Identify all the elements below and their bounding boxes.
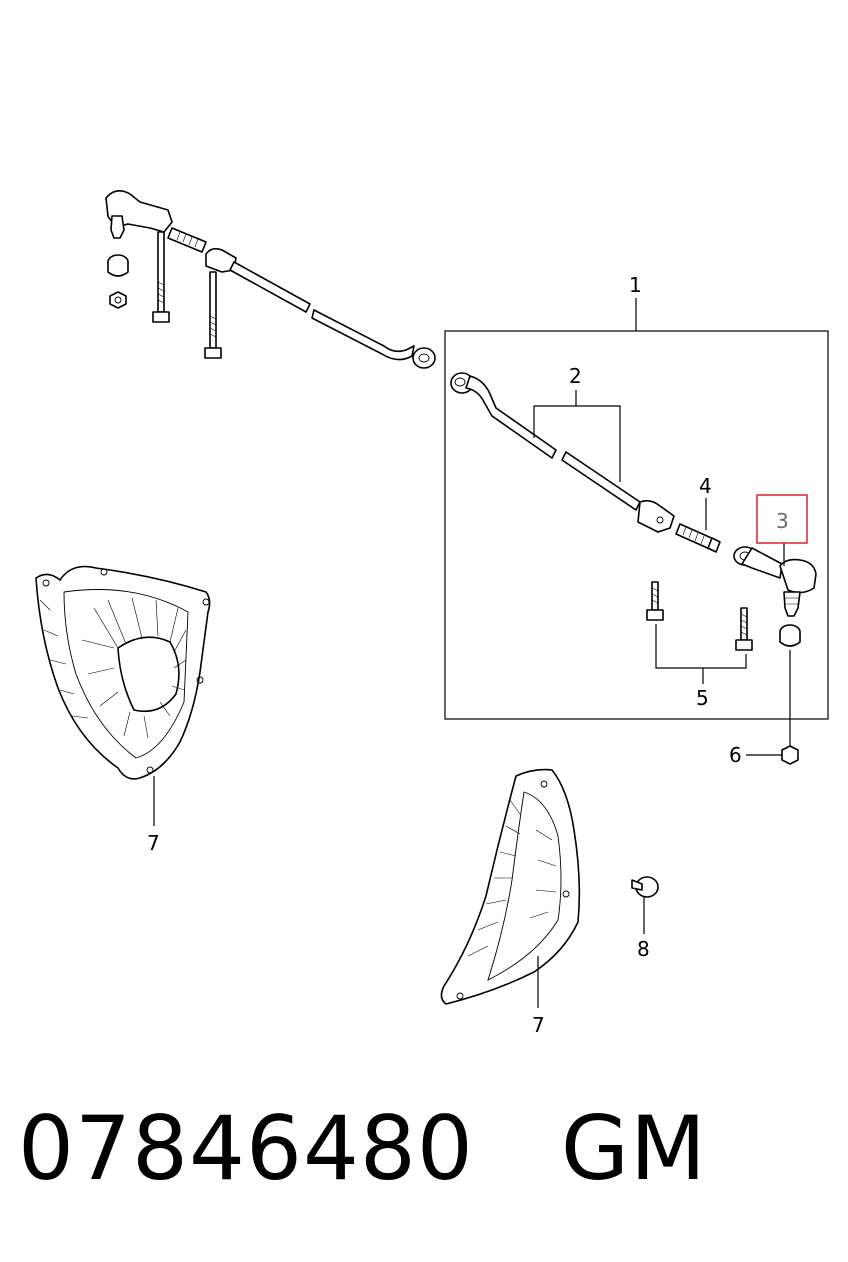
tie-rod-assembly-loose xyxy=(105,190,436,369)
callout-3: 3 xyxy=(776,509,789,533)
callout-1: 1 xyxy=(629,273,642,297)
part-number-label: 07846480 GM xyxy=(18,1105,707,1193)
splash-shield-left xyxy=(35,565,211,780)
callout-4: 4 xyxy=(699,474,712,498)
callout-3-highlight-box xyxy=(756,494,808,544)
push-pin-clip xyxy=(631,876,659,898)
center-link-rod xyxy=(450,372,675,533)
callout-8: 8 xyxy=(637,937,650,961)
label-gap xyxy=(474,1097,561,1200)
callout-5: 5 xyxy=(696,686,709,710)
brand-label: GM xyxy=(560,1097,707,1200)
callout-6: 6 xyxy=(729,743,742,767)
tie-rod-end xyxy=(733,546,817,647)
kit-outline-box xyxy=(444,330,829,720)
callout-2: 2 xyxy=(569,364,582,388)
callout-7-left: 7 xyxy=(147,831,160,855)
callout-7-right: 7 xyxy=(532,1013,545,1037)
bolts xyxy=(646,581,753,651)
nut xyxy=(781,745,799,765)
adjuster-sleeve xyxy=(675,523,721,553)
splash-shield-right xyxy=(440,768,581,1005)
part-number: 07846480 xyxy=(18,1097,474,1200)
